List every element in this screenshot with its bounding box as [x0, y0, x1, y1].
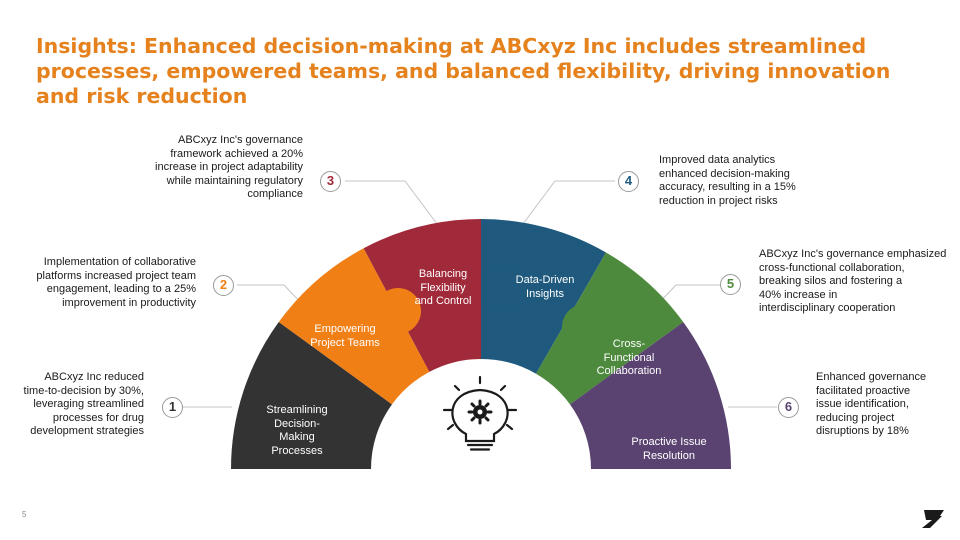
knob-5: [562, 304, 608, 350]
segment-balancing: [363, 219, 481, 372]
connector-3: [345, 180, 441, 229]
knob-2: [375, 288, 421, 334]
step-badge-5: 5: [720, 274, 741, 295]
segment-empowering: [278, 248, 430, 405]
segment-data-driven: [481, 219, 606, 374]
step-badge-4: 4: [618, 171, 639, 192]
page-number: 5: [22, 510, 27, 519]
step-badge-1: 1: [162, 397, 183, 418]
segment-cross-functional: [536, 252, 684, 405]
step-badge-6: 6: [778, 397, 799, 418]
step-badge-3: 3: [320, 171, 341, 192]
step-badge-2: 2: [213, 275, 234, 296]
knob-6: [621, 383, 667, 429]
knob-4: [482, 266, 528, 312]
page-title: Insights: Enhanced decision-making at AB…: [36, 34, 891, 108]
lightbulb-gear-icon: [442, 375, 518, 451]
connector-4: [519, 180, 615, 229]
puzzle-knobs: [304, 266, 667, 429]
knob-1: [304, 363, 350, 409]
company-logo: [922, 510, 944, 528]
